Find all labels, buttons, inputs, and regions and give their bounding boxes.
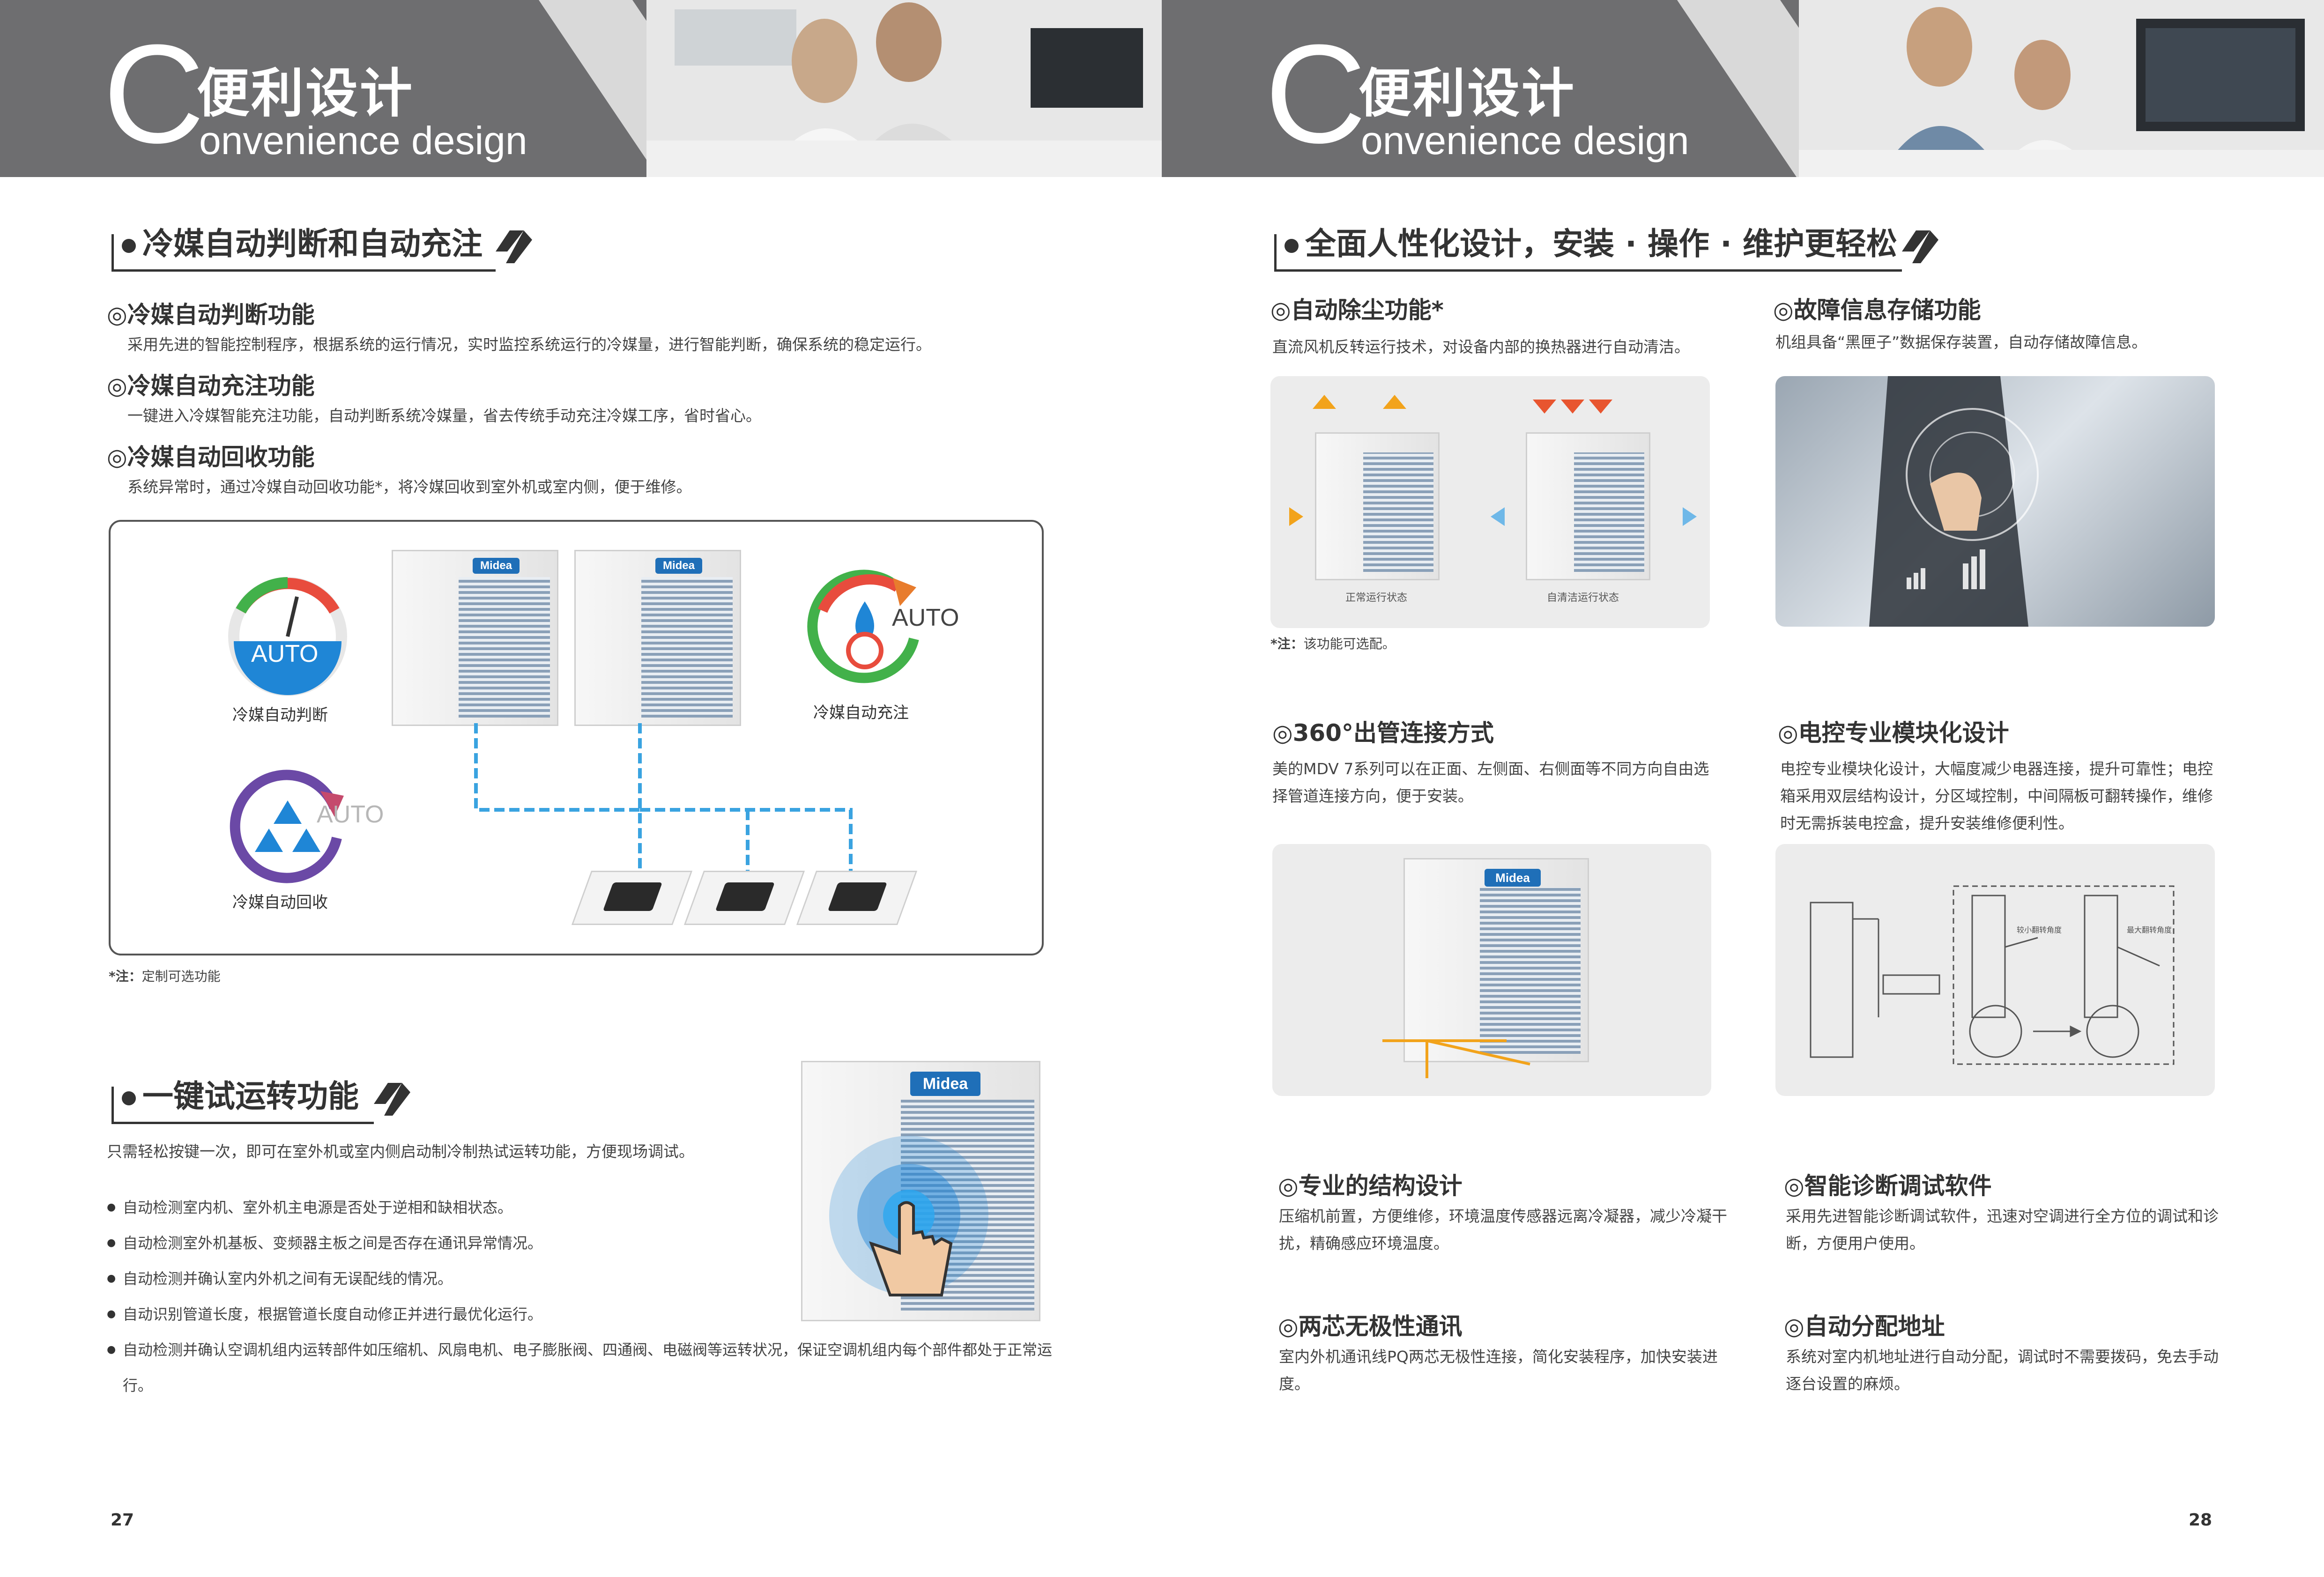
pipe-connection-image: Midea <box>1272 844 1711 1096</box>
list-item: 自动检测并确认空调机组内运转部件如压缩机、风扇电机、电子膨胀阀、四通阀、电磁阀等… <box>107 1332 1060 1403</box>
section-heading-humanized: 全面人性化设计，安装 · 操作 · 维护更轻松 <box>1274 220 1949 272</box>
office-photo <box>646 0 1162 177</box>
heading-arrow-icon <box>374 1083 410 1116</box>
right-banner: C 便利设计 onvenience design <box>1162 0 2324 177</box>
section-heading-refrigerant: 冷媒自动判断和自动充注 <box>111 220 542 272</box>
auto-label: AUTO <box>317 801 384 828</box>
feature-text: 一键进入冷媒智能充注功能，自动判断系统冷媒量，省去传统手动充注冷媒工序，省时省心… <box>127 407 761 425</box>
feature-title: ◎专业的结构设计 <box>1278 1172 1463 1199</box>
banner-title-en: onvenience design <box>1361 118 1689 163</box>
control-box-schematic <box>1810 885 2175 1065</box>
recycle-icon <box>230 770 344 883</box>
indoor-cassette-unit <box>571 871 693 925</box>
heading-arrow-icon <box>1902 230 1938 263</box>
refrigerant-diagram: AUTO 冷媒自动判断 AUTO 冷媒自动回收 AUTO 冷媒自动充注 Mide… <box>109 520 1044 955</box>
diagram-label: 冷媒自动判断 <box>232 706 328 725</box>
schematic-label: 较小翻转角度 <box>2017 925 2062 934</box>
touch-hand-icon <box>829 1136 988 1296</box>
outdoor-unit: Midea <box>392 550 558 726</box>
refrigerant-pipes <box>474 723 853 873</box>
diagram-label: 冷媒自动充注 <box>813 703 909 722</box>
feature-title: ◎电控专业模块化设计 <box>1778 719 2009 747</box>
image-caption: 自清洁运行状态 <box>1547 592 1619 604</box>
footnote: *注：该功能可选配。 <box>1270 636 1396 652</box>
feature-title: ◎自动除尘功能* <box>1270 296 1444 324</box>
indoor-cassette-unit <box>796 871 918 925</box>
heading-arrow-icon <box>496 230 532 263</box>
image-caption: 正常运行状态 <box>1345 592 1408 604</box>
feature-text: 压缩机前置，方便维修，环境温度传感器远离冷凝器，减少冷凝干扰，精确感应环境温度。 <box>1279 1207 1727 1252</box>
list-item: 自动检测室内机、室外机主电源是否处于逆相和缺相状态。 <box>107 1190 825 1225</box>
feature-title: ◎智能诊断调试软件 <box>1784 1172 1992 1199</box>
auto-label: AUTO <box>251 640 319 667</box>
outdoor-unit: Midea <box>574 550 741 726</box>
list-item: 自动检测室外机基板、变频器主板之间是否存在通讯异常情况。 <box>107 1225 825 1261</box>
feature-title: ◎自动分配地址 <box>1784 1313 1945 1340</box>
gauge-icon <box>228 577 347 696</box>
pipe-direction-lines <box>1382 1039 1530 1078</box>
feature-title: ◎两芯无极性通讯 <box>1278 1313 1463 1340</box>
office-photo <box>1799 0 2324 177</box>
feature-text: 电控专业模块化设计，大幅度减少电器连接，提升可靠性；电控箱采用双层结构设计，分区… <box>1780 760 2213 832</box>
section-heading-test-run: 一键试运转功能 <box>111 1073 411 1124</box>
page-number: 28 <box>2189 1510 2213 1530</box>
fault-storage-image <box>1775 376 2215 627</box>
auto-dust-clean-image: 正常运行状态 自清洁运行状态 <box>1270 376 1710 628</box>
feature-title: ◎冷媒自动判断功能 <box>107 301 315 328</box>
banner-title-cn: 便利设计 <box>197 63 414 124</box>
feature-title: ◎360°出管连接方式 <box>1272 719 1494 747</box>
banner-big-letter: C <box>1265 15 1366 172</box>
indoor-cassette-unit <box>683 871 805 925</box>
list-item: 自动检测并确认室内外机之间有无误配线的情况。 <box>107 1261 825 1296</box>
feature-text: 采用先进智能诊断调试软件，迅速对空调进行全方位的调试和诊断，方便用户使用。 <box>1786 1207 2219 1252</box>
test-run-intro: 只需轻松按键一次，即可在室外机或室内侧启动制冷制热试运转功能，方便现场调试。 <box>107 1142 694 1161</box>
schematic-label: 最大翻转角度 <box>2127 925 2172 934</box>
feature-text: 直流风机反转运行技术，对设备内部的换热器进行自动清洁。 <box>1272 338 1690 356</box>
auto-label: AUTO <box>892 604 959 631</box>
footnote: *注：定制可选功能 <box>109 969 221 984</box>
page-number: 27 <box>111 1510 134 1530</box>
modular-control-image: 较小翻转角度 最大翻转角度 <box>1775 844 2215 1096</box>
banner-title-cn: 便利设计 <box>1359 63 1576 124</box>
feature-title: ◎冷媒自动充注功能 <box>107 372 315 400</box>
feature-text: 系统对室内机地址进行自动分配，调试时不需要拨码，免去手动逐台设置的麻烦。 <box>1786 1347 2219 1393</box>
feature-text: 采用先进的智能控制程序，根据系统的运行情况，实时监控系统运行的冷媒量，进行智能判… <box>127 335 931 354</box>
feature-title: ◎故障信息存储功能 <box>1773 296 1981 324</box>
test-run-unit-image: Midea <box>801 1061 1040 1321</box>
left-banner: C 便利设计 onvenience design <box>0 0 1162 177</box>
feature-title: ◎冷媒自动回收功能 <box>107 444 315 471</box>
banner-big-letter: C <box>103 15 205 172</box>
charge-icon <box>807 570 919 683</box>
feature-text: 室内外机通讯线PQ两芯无极性连接，简化安装程序，加快安装进度。 <box>1279 1347 1718 1393</box>
banner-title-en: onvenience design <box>199 118 527 163</box>
list-item: 自动识别管道长度，根据管道长度自动修正并进行最优化运行。 <box>107 1296 825 1332</box>
feature-text: 机组具备“黑匣子”数据保存装置，自动存储故障信息。 <box>1775 333 2147 351</box>
feature-text: 系统异常时，通过冷媒自动回收功能*，将冷媒回收到室外机或室内侧，便于维修。 <box>127 478 692 496</box>
diagram-label: 冷媒自动回收 <box>232 893 328 912</box>
feature-text: 美的MDV 7系列可以在正面、左侧面、右侧面等不同方向自由选择管道连接方向，便于… <box>1272 760 1709 805</box>
